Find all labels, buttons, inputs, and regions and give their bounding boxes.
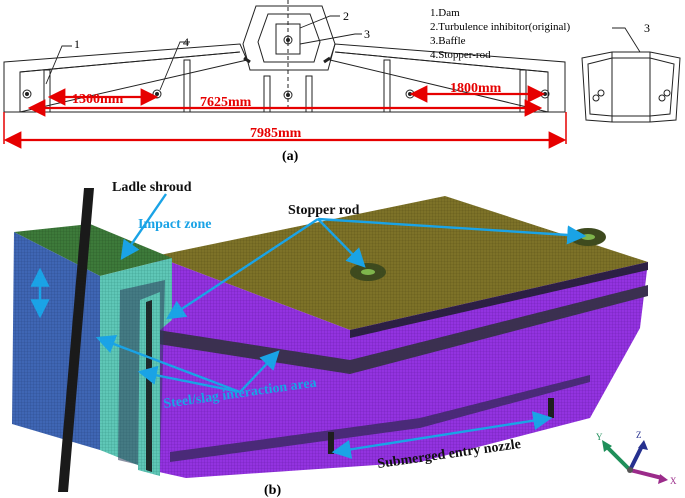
legend-item-baffle: 3.Baffle	[430, 35, 466, 47]
impact-zone-label: Impact zone	[138, 217, 212, 232]
ladle-shroud-shape	[58, 188, 94, 492]
legend-item-dam: 1.Dam	[430, 7, 460, 19]
dimension-lines	[3, 85, 567, 149]
coordinate-axes	[602, 440, 668, 484]
legend-item-turbulence-inhibitor: 2.Turbulence inhibitor(original)	[430, 21, 570, 33]
ladle-shroud-label: Ladle shroud	[112, 180, 192, 195]
callout-4: 4	[183, 35, 189, 49]
baffle-callout: 3	[644, 21, 650, 35]
dimension-7985: 7985mm	[250, 126, 302, 141]
stopper-rod-label: Stopper rod	[288, 203, 360, 218]
callout-1: 1	[74, 37, 80, 51]
axis-z-label: Z	[636, 430, 642, 440]
dimension-1800: 1800mm	[450, 81, 502, 96]
dimension-1300: 1300mm	[72, 92, 124, 107]
annotation-arrows	[30, 193, 587, 459]
tundish-mesh-model	[150, 196, 648, 478]
callout-3: 3	[364, 27, 370, 41]
axis-x-label: X	[670, 476, 677, 486]
panel-b-caption: (b)	[264, 483, 281, 498]
panel-a-legend: 1.Dam 2.Turbulence inhibitor(original) 3…	[430, 7, 570, 61]
panel-a-caption: (a)	[282, 149, 299, 164]
callout-leaders	[45, 15, 641, 91]
legend-item-stopper-rod: 4.Stopper-rod	[430, 49, 491, 61]
panel-a: 1 4 2 3 1.Dam 2.Turbulence inhibitor(ori…	[3, 0, 681, 164]
impact-zone-block	[12, 224, 172, 476]
baffle-sketch	[581, 51, 681, 123]
callout-2: 2	[343, 9, 349, 23]
panel-b: Ladle shroud Impact zone Stopper rod Ste…	[12, 180, 677, 498]
axis-y-label: Y	[596, 432, 603, 442]
dimension-7625: 7625mm	[200, 95, 252, 110]
